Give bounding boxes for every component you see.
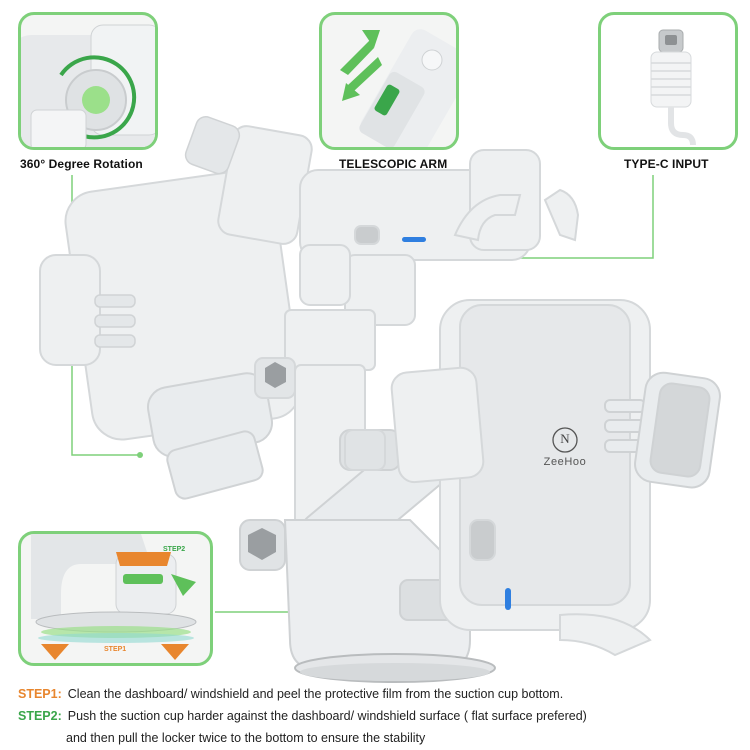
top-holder xyxy=(299,149,580,261)
typec-cable-image xyxy=(650,29,696,146)
brand-logo-circle xyxy=(552,427,578,453)
rear-joint xyxy=(147,372,273,500)
step1-label: STEP1: xyxy=(18,687,62,701)
brand-logo-mark: N xyxy=(560,431,570,446)
step2-text-line2: and then pull the locker twice to the bo… xyxy=(66,731,426,745)
step2-label: STEP2: xyxy=(18,709,62,723)
typec-label: TYPE-C INPUT xyxy=(624,157,709,171)
brand-logo-text: ZeeHoo xyxy=(543,456,587,468)
suction-detail-image xyxy=(31,534,197,660)
front-side-grip xyxy=(604,371,721,489)
rear-grip-arms xyxy=(94,116,241,348)
telescopic-detail-image xyxy=(340,29,456,147)
step1-text: Clean the dashboard/ windshield and peel… xyxy=(67,687,564,701)
typec-callout xyxy=(598,12,738,150)
step2-line: STEP2: Push the suction cup harder agains… xyxy=(18,705,738,727)
inset-step1-tag: STEP1 xyxy=(104,646,127,653)
step1-line: STEP1: Clean the dashboard/ windshield an… xyxy=(18,683,738,705)
telescopic-callout xyxy=(319,12,459,150)
front-holder xyxy=(344,299,652,657)
mount-base xyxy=(239,519,496,683)
rotation-detail-image xyxy=(21,24,155,147)
step2-text-line1: Push the suction cup harder against the … xyxy=(67,709,587,723)
rotation-callout xyxy=(18,12,158,150)
inset-step2-tag: STEP2 xyxy=(163,546,186,553)
step2-line-continued: and then pull the locker twice to the bo… xyxy=(18,727,738,749)
rotation-label: 360° Degree Rotation xyxy=(20,157,143,171)
telescopic-label: TELESCOPIC ARM xyxy=(339,157,448,171)
step-instructions: STEP1: Clean the dashboard/ windshield an… xyxy=(18,683,738,749)
suction-steps-callout: STEP2 STEP1 xyxy=(18,531,213,666)
rear-holder-body xyxy=(39,125,313,441)
